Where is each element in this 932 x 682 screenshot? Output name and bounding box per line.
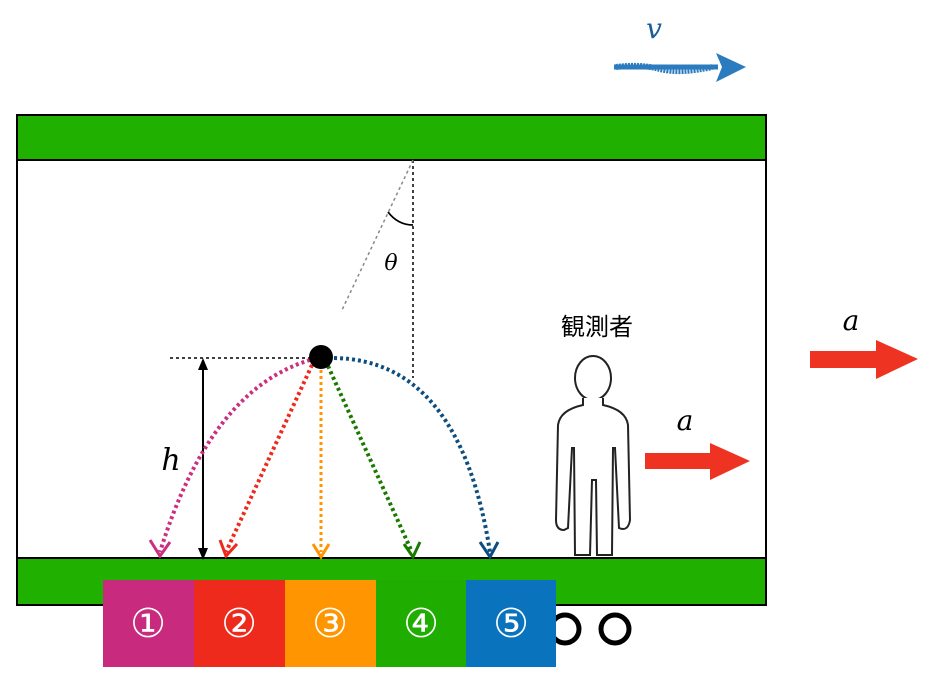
choice-2-box[interactable] [194, 580, 285, 667]
velocity-label: v [646, 12, 662, 45]
choice-1-box[interactable] [103, 580, 194, 667]
accel-external-label: a [843, 304, 860, 337]
ball [309, 345, 333, 369]
choice-2[interactable]: ② [194, 580, 285, 667]
choice-5-label: ⑤ [493, 601, 529, 647]
trajectory-1 [148, 358, 311, 559]
trajectory-4 [326, 365, 422, 561]
accel-internal-label: a [677, 404, 694, 437]
choice-3-label: ③ [312, 601, 348, 647]
ceiling-rail [16, 114, 767, 161]
height-arrow [198, 358, 208, 560]
trajectory-3 [311, 370, 331, 560]
pendulum-string [341, 159, 414, 311]
velocity-arrow [614, 53, 746, 82]
observer-label: 観測者 [561, 313, 633, 341]
choice-3-box[interactable] [285, 580, 376, 667]
observer-figure [554, 355, 632, 556]
trajectory-5 [333, 356, 500, 560]
accel-internal-arrow [645, 443, 750, 480]
choice-3[interactable]: ③ [285, 580, 376, 667]
choice-4-box[interactable] [376, 580, 466, 667]
choice-5-box[interactable] [466, 580, 556, 667]
wheel-right [598, 612, 632, 646]
choice-5[interactable]: ⑤ [466, 580, 556, 667]
choice-4[interactable]: ④ [376, 580, 466, 667]
choice-1[interactable]: ① [103, 580, 194, 667]
angle-label: θ [384, 251, 397, 276]
choice-2-label: ② [221, 601, 257, 647]
height-label: h [161, 443, 180, 478]
choice-1-label: ① [130, 601, 166, 647]
angle-arc [387, 211, 414, 226]
choice-4-label: ④ [403, 601, 439, 647]
train-interior [16, 114, 767, 606]
trajectory-2 [218, 364, 314, 559]
accel-external-arrow [810, 340, 918, 379]
